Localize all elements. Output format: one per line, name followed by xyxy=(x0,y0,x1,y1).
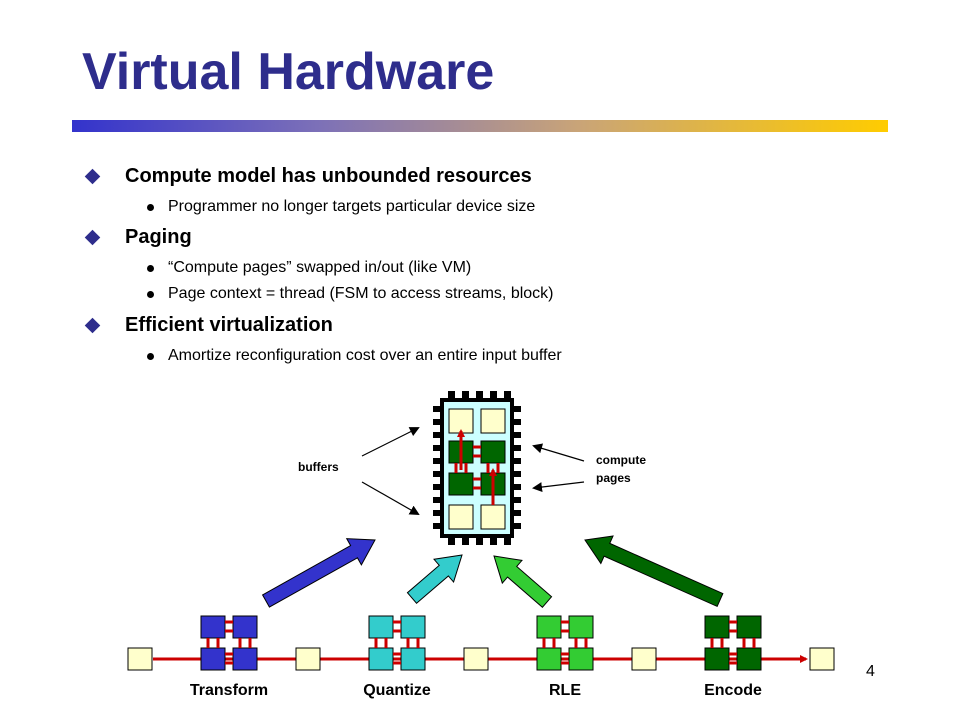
chip-pin xyxy=(448,391,455,400)
stage-label-rle: RLE xyxy=(549,682,581,699)
chip-pin xyxy=(512,458,521,464)
quantize-to-chip-arrow xyxy=(406,554,463,605)
chip-pin xyxy=(433,471,442,477)
chip-device xyxy=(433,391,521,545)
compute-page xyxy=(368,647,394,671)
chip-buffer xyxy=(448,408,474,434)
compute-page xyxy=(232,615,258,639)
bullet-efficient-virtualization: Efficient virtualization xyxy=(125,314,333,336)
compute-page xyxy=(736,615,762,639)
chip-pin xyxy=(512,432,521,438)
chip-pin xyxy=(476,391,483,400)
stream-buffer xyxy=(463,647,489,671)
chip-pin xyxy=(490,391,497,400)
dot-bullet-icon xyxy=(147,204,154,211)
chip-pin xyxy=(433,510,442,516)
stage-block-encode xyxy=(704,615,762,671)
chip-buffer xyxy=(480,408,506,434)
compute-page xyxy=(232,647,258,671)
stage-block-quantize xyxy=(368,615,426,671)
compute-page xyxy=(536,615,562,639)
stage-block-rle xyxy=(536,615,594,671)
compute-page xyxy=(200,615,226,639)
chip-pin xyxy=(512,510,521,516)
chip-compute-page xyxy=(480,440,506,464)
chip-pin xyxy=(433,497,442,503)
sub-bullet-amortize: Amortize reconfiguration cost over an en… xyxy=(168,347,562,364)
chip-pin xyxy=(512,445,521,451)
chip-pin xyxy=(433,406,442,412)
chip-pins xyxy=(433,391,521,545)
chip-pin xyxy=(512,471,521,477)
chip-pin xyxy=(433,458,442,464)
stream-buffer xyxy=(809,647,835,671)
compute-page xyxy=(568,647,594,671)
chip-pin xyxy=(504,536,511,545)
chip-buffer xyxy=(480,504,506,530)
pages-label: pages xyxy=(596,471,631,485)
stream-buffer xyxy=(631,647,657,671)
buffers-label: buffers xyxy=(298,460,339,474)
stage-label-encode: Encode xyxy=(704,682,762,699)
transform-to-chip-arrow xyxy=(261,538,376,608)
chip-pin xyxy=(462,391,469,400)
compute-page xyxy=(704,647,730,671)
bullet-compute-model: Compute model has unbounded resources xyxy=(125,165,532,187)
buffers-pointer-arrow xyxy=(361,481,420,515)
chip-pin xyxy=(512,523,521,529)
buffers-pointer-arrow xyxy=(361,427,420,457)
title-gradient-bar xyxy=(72,120,888,132)
chip-pin xyxy=(448,536,455,545)
compute-page xyxy=(368,615,394,639)
compute-page xyxy=(736,647,762,671)
chip-pin xyxy=(476,536,483,545)
chip-pin xyxy=(512,484,521,490)
chip-pin xyxy=(462,536,469,545)
chip-pin xyxy=(433,432,442,438)
chip-pin xyxy=(433,523,442,529)
compute-page xyxy=(400,647,426,671)
bullet-paging: Paging xyxy=(125,226,192,248)
rle-to-chip-arrow xyxy=(493,555,553,608)
sub-bullet-page-context: Page context = thread (FSM to access str… xyxy=(168,285,554,302)
chip-pin xyxy=(512,406,521,412)
slide-title: Virtual Hardware xyxy=(82,43,495,101)
stream-buffer xyxy=(127,647,153,671)
chip-pin xyxy=(490,536,497,545)
compute-page xyxy=(568,615,594,639)
chip-compute-page xyxy=(448,472,474,496)
chip-pin xyxy=(433,484,442,490)
sub-bullet-compute-pages: “Compute pages” swapped in/out (like VM) xyxy=(168,259,472,276)
stream-buffer xyxy=(295,647,321,671)
encode-to-chip-arrow xyxy=(584,535,724,608)
chip-buffer xyxy=(448,504,474,530)
compute-pointer-arrow xyxy=(532,481,585,493)
stage-block-transform xyxy=(200,615,258,671)
compute-page xyxy=(704,615,730,639)
compute-page xyxy=(200,647,226,671)
stage-label-quantize: Quantize xyxy=(363,682,431,699)
dot-bullet-icon xyxy=(147,353,154,360)
chip-pin xyxy=(433,419,442,425)
compute-label: compute xyxy=(596,453,647,467)
slide-number: 4 xyxy=(866,663,875,680)
dot-bullet-icon xyxy=(147,291,154,298)
sub-bullet-device-size: Programmer no longer targets particular … xyxy=(168,198,536,215)
dot-bullet-icon xyxy=(147,265,154,272)
compute-page xyxy=(536,647,562,671)
compute-pointer-arrow xyxy=(532,443,585,462)
chip-pin xyxy=(512,497,521,503)
stage-label-transform: Transform xyxy=(189,682,269,699)
chip-pin xyxy=(433,445,442,451)
chip-pin xyxy=(504,391,511,400)
compute-page xyxy=(400,615,426,639)
chip-pin xyxy=(512,419,521,425)
